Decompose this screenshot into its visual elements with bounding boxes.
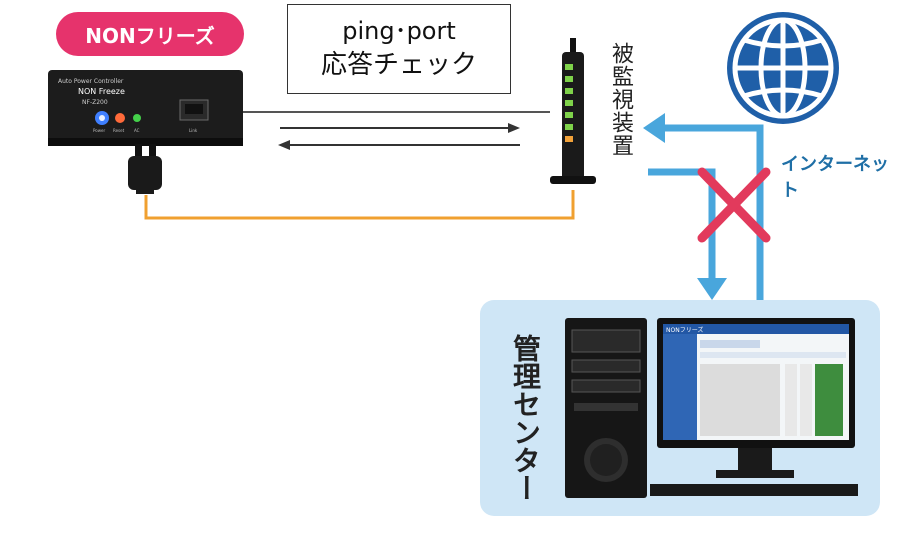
ac-led-label: AC (134, 128, 140, 133)
power-led-label: Power (93, 128, 105, 133)
non-freeze-device: Auto Power Controller NON Freeze NF-Z200… (48, 70, 243, 146)
power-plug-icon (128, 144, 162, 194)
monitored-device-label: 被監視装置 (608, 42, 633, 157)
internet-label: インターネット (781, 154, 889, 201)
orange-cable (144, 190, 575, 220)
ping-check-box: ping･port 応答チェック (287, 4, 511, 94)
product-badge: NONフリーズ (56, 12, 244, 56)
internet-arrows (648, 124, 764, 300)
management-center-label: 管理センター (509, 334, 542, 502)
blocked-cross-icon (697, 167, 771, 243)
arrow-to-router-icon (643, 113, 665, 143)
reset-led-label: Reset (113, 128, 125, 133)
arrow-to-center-icon (697, 278, 727, 300)
device-model-code: NF-Z200 (82, 99, 108, 106)
device-model-name: NON Freeze (78, 87, 125, 96)
device-brand-line: Auto Power Controller (58, 78, 124, 85)
ping-box-line2: 応答チェック (320, 50, 477, 80)
lan-port-label: Link (189, 128, 198, 133)
reset-led-icon (115, 113, 125, 123)
ping-box-line1: ping･port (342, 17, 456, 45)
screen-app-title: NONフリーズ (666, 326, 703, 334)
internet-globe-icon (727, 12, 839, 124)
pc-tower-icon (565, 318, 647, 498)
router-icon (550, 38, 596, 184)
ac-led-icon (133, 114, 141, 122)
monitor-icon (650, 318, 858, 496)
ping-arrows (278, 123, 520, 150)
